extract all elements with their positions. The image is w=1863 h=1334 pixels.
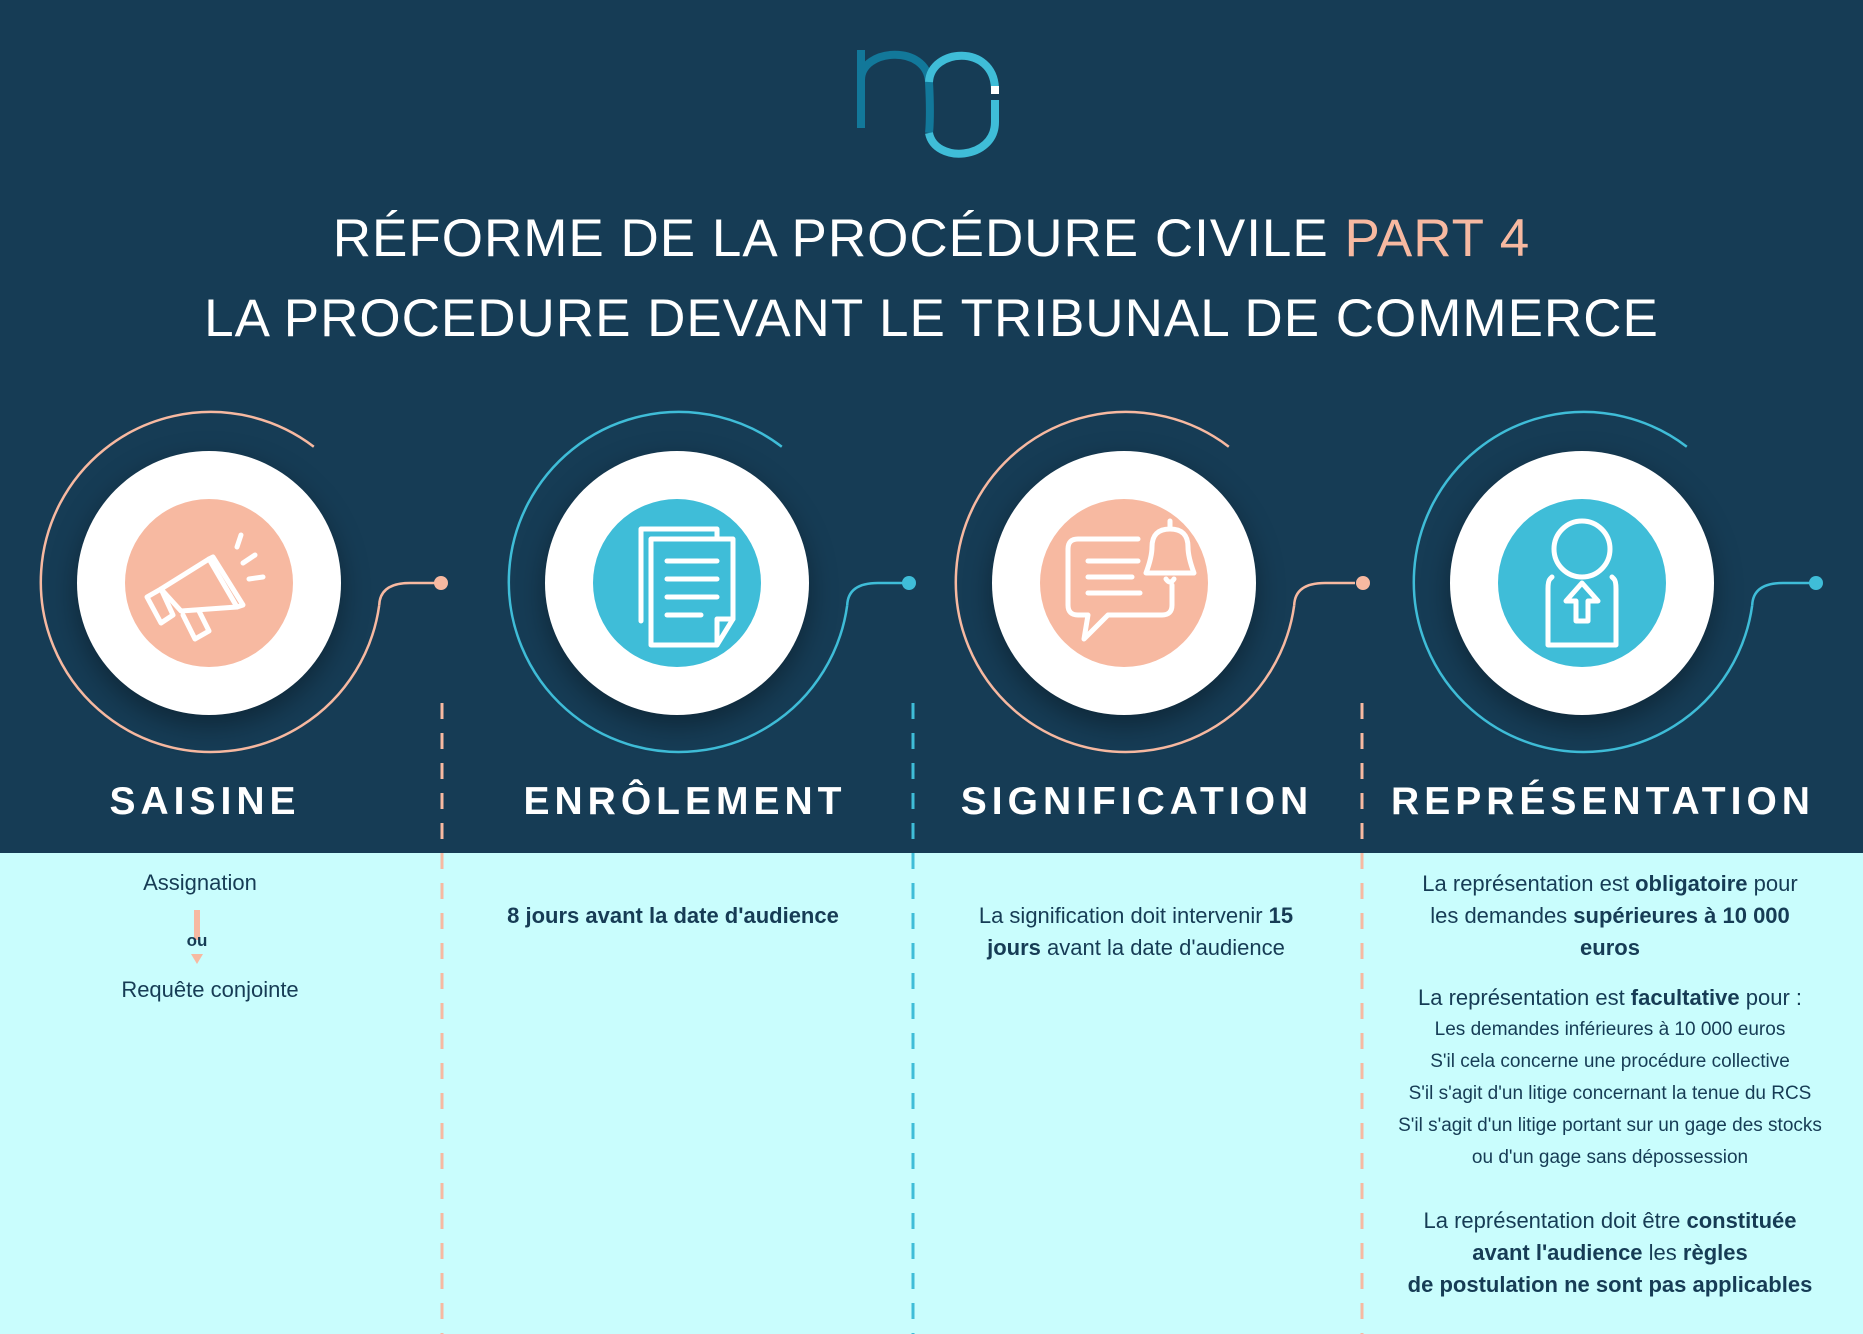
page-title-line1: RÉFORME DE LA PROCÉDURE CIVILE PART 4	[0, 208, 1863, 269]
step-signification-badge	[992, 451, 1256, 715]
documents-icon	[638, 526, 736, 648]
obligatoire-l2-bold: supérieures à 10 000	[1573, 903, 1790, 928]
title-accent: PART 4	[1344, 209, 1531, 268]
content-band	[0, 853, 1863, 1334]
constituee-l2-text: les	[1642, 1240, 1683, 1265]
step-representation-heading: REPRÉSENTATION	[1391, 780, 1815, 823]
page-title-line2: LA PROCEDURE DEVANT LE TRIBUNAL DE COMME…	[204, 289, 1659, 348]
facultative-line1: La représentation est facultative pour :	[1362, 982, 1858, 1014]
facultative-l1-end: pour :	[1739, 985, 1802, 1010]
facultative-item: S'il cela concerne une procédure collect…	[1430, 1051, 1790, 1072]
constituee-l2-bold-end: règles	[1682, 1240, 1748, 1265]
signification-line1: La signification doit intervenir 15	[916, 900, 1356, 932]
saisine-option-requete: Requête conjointe	[121, 977, 299, 1002]
chat-bell-icon	[1065, 518, 1197, 642]
down-arrow-icon	[191, 910, 203, 964]
obligatoire-line2: les demandes supérieures à 10 000	[1370, 900, 1850, 932]
obligatoire-line1: La représentation est obligatoire pour	[1370, 868, 1850, 900]
step-enrolement-badge	[545, 451, 809, 715]
obligatoire-line3: euros	[1580, 935, 1640, 960]
step-signification-icon-circle	[1040, 499, 1208, 667]
representation-block-facultative: La représentation est facultative pour :…	[1362, 982, 1858, 1174]
obligatoire-l1-end: pour	[1747, 871, 1798, 896]
step-signification-heading: SIGNIFICATION	[960, 780, 1314, 823]
step-saisine-badge	[77, 451, 341, 715]
constituee-l1-text: La représentation doit être	[1423, 1208, 1687, 1233]
representation-block-constituee: La représentation doit être constituée a…	[1362, 1205, 1858, 1301]
signification-l1-bold: 15	[1268, 903, 1294, 928]
signification-text: La signification doit intervenir 15 jour…	[916, 900, 1356, 964]
signification-l2-bold: jours	[987, 935, 1041, 960]
facultative-l1-bold: facultative	[1630, 985, 1740, 1010]
megaphone-icon	[144, 532, 266, 642]
obligatoire-l2-text: les demandes	[1430, 903, 1574, 928]
constituee-line1: La représentation doit être constituée	[1362, 1205, 1858, 1237]
step-enrolement-icon-circle	[593, 499, 761, 667]
facultative-item: Les demandes inférieures à 10 000 euros	[1434, 1019, 1786, 1040]
facultative-item: S'il s'agit d'un litige portant sur un g…	[1398, 1115, 1822, 1136]
person-upload-icon	[1545, 518, 1619, 648]
constituee-line2: avant l'audience les règles	[1362, 1237, 1858, 1269]
mj-logo-icon	[857, 50, 999, 158]
obligatoire-l1-bold: obligatoire	[1635, 871, 1748, 896]
signification-line2: jours avant la date d'audience	[916, 932, 1356, 964]
facultative-item: S'il s'agit d'un litige concernant la te…	[1408, 1083, 1812, 1104]
representation-block-obligatoire: La représentation est obligatoire pour l…	[1370, 868, 1850, 964]
signification-l2-text: avant la date d'audience	[1040, 935, 1285, 960]
constituee-line3: de postulation ne sont pas applicables	[1407, 1272, 1813, 1297]
step-representation-badge	[1450, 451, 1714, 715]
title-main: RÉFORME DE LA PROCÉDURE CIVILE	[332, 209, 1329, 268]
step-saisine-icon-circle	[125, 499, 293, 667]
enrolement-text: 8 jours avant la date d'audience	[507, 903, 839, 928]
step-representation-icon-circle	[1498, 499, 1666, 667]
constituee-l2-bold: avant l'audience	[1472, 1240, 1643, 1265]
step-enrolement-heading: ENRÔLEMENT	[523, 780, 847, 823]
signification-l1-text: La signification doit intervenir	[978, 903, 1269, 928]
facultative-item: ou d'un gage sans dépossession	[1471, 1147, 1749, 1168]
obligatoire-l1-text: La représentation est	[1422, 871, 1636, 896]
saisine-connector-ou: ou	[186, 931, 208, 950]
constituee-l1-bold: constituée	[1686, 1208, 1797, 1233]
step-saisine-heading: SAISINE	[109, 780, 301, 823]
saisine-option-assignation: Assignation	[143, 870, 257, 895]
facultative-l1-text: La représentation est	[1417, 985, 1631, 1010]
